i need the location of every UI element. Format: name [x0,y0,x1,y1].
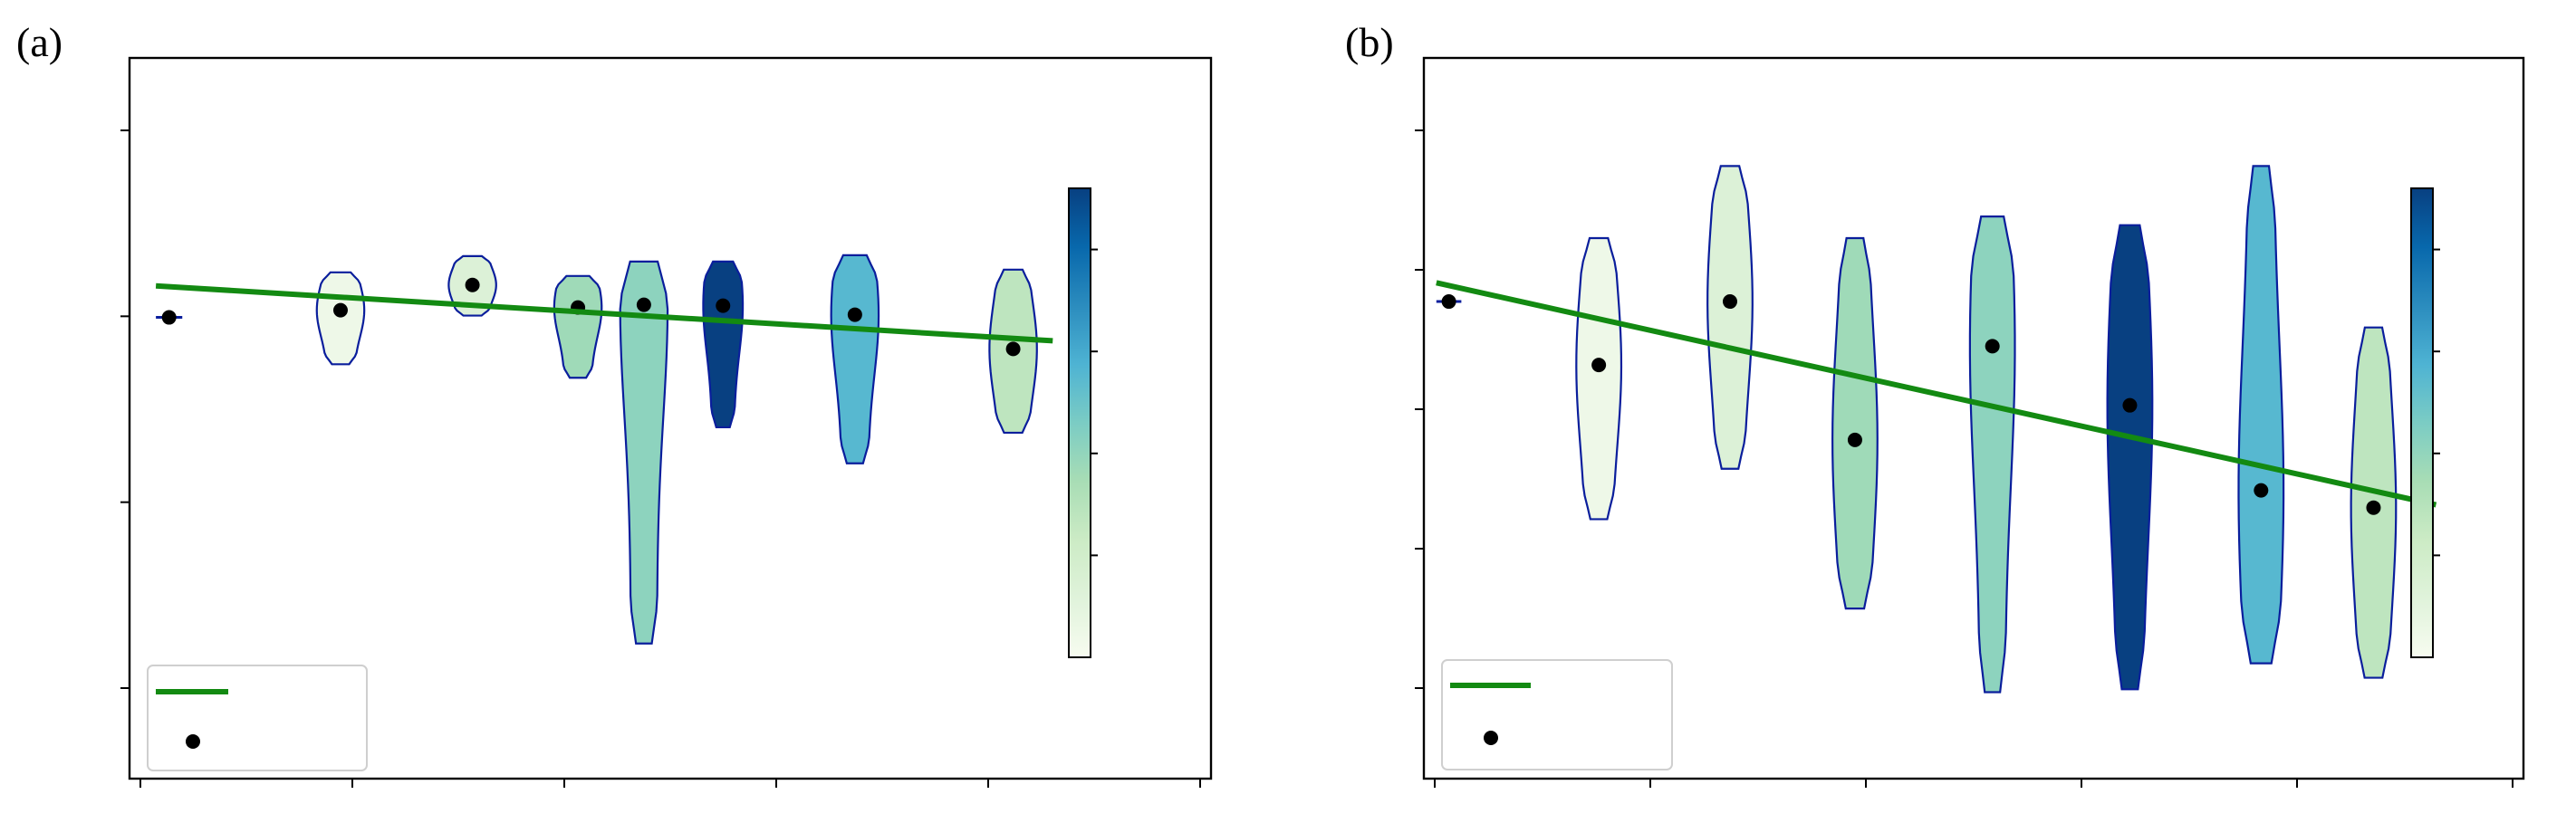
violin-6 [2106,224,2154,691]
panel-a-colorbar [1068,187,1091,658]
panel-b-axes [1422,56,2525,780]
median-point-7 [847,307,862,322]
violin-7 [830,254,880,464]
panel-a-legend [147,665,368,771]
panel-a: (a) [16,19,1213,788]
median-point-1 [1441,294,1456,310]
median-point-5 [636,297,651,312]
panel-b-legend-dot-swatch [1484,731,1498,745]
panel-a-ticks [120,129,1201,788]
median-point-5 [1985,339,2000,354]
panel-a-axes [128,56,1213,780]
violin-5 [1968,215,2016,694]
violin-3 [1706,165,1754,470]
panel-b-colorbar-ticks [2433,248,2440,557]
panel-b-ticks [1415,129,2514,788]
median-point-6 [716,298,731,313]
panel-b-legend-box [1441,659,1673,770]
violin-6 [702,260,745,429]
panel-b-colorbar [2410,187,2434,658]
median-point-3 [465,277,480,292]
panel-a-legend-box [147,665,368,771]
median-point-2 [1591,358,1607,373]
violin-5 [619,260,669,645]
median-point-7 [2254,483,2269,498]
panel-a-violins [156,254,1038,645]
median-point-6 [2122,397,2138,413]
median-point-8 [1005,341,1021,357]
panel-a-legend-dot-swatch [186,734,200,749]
panel-b-label: (b) [1345,19,1394,65]
panel-a-colorbar-ticks [1091,248,1098,557]
panel-a-label: (a) [16,19,62,65]
median-point-4 [1847,432,1862,447]
violin-4 [553,274,603,379]
median-point-3 [1722,294,1737,310]
panel-a-trend-line [155,282,1053,344]
panel-b-trend-line [1436,280,2437,508]
violin-7 [2237,165,2285,665]
median-point-8 [2366,500,2381,515]
median-point-2 [332,302,348,318]
violin-2 [1575,236,1623,521]
violin-4 [1831,236,1879,610]
panel-b: (b) [1345,19,2525,788]
panel-b-violins [1436,165,2398,694]
violin-2 [315,271,366,366]
panel-b-legend [1441,659,1673,770]
median-point-1 [161,310,177,325]
